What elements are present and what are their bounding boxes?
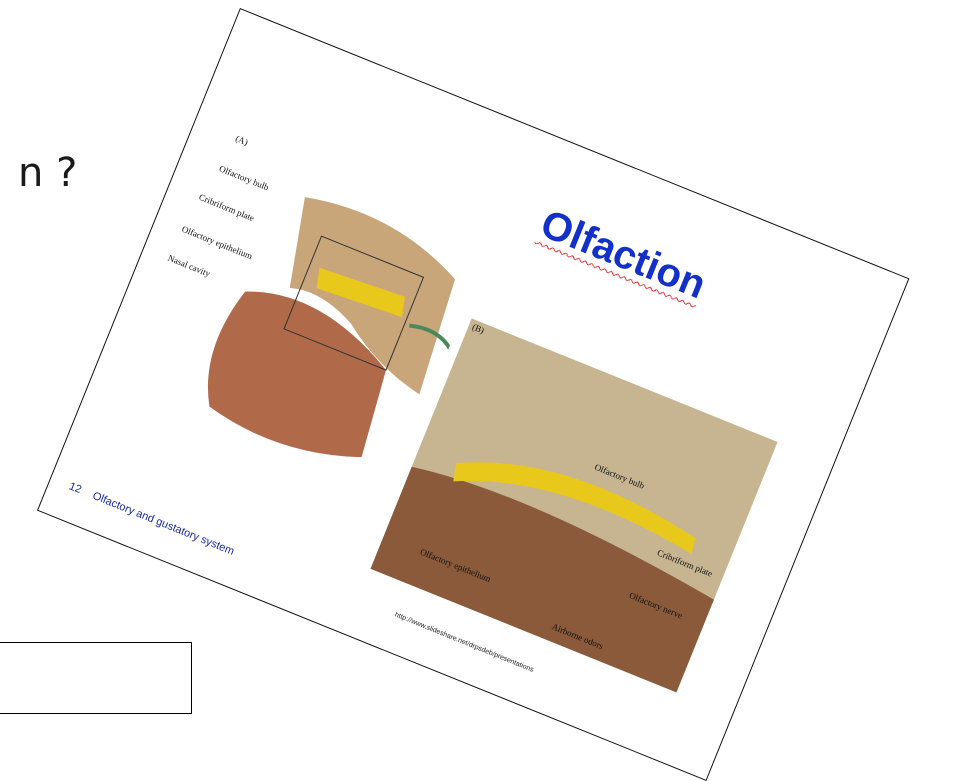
label-olfactory-epithelium-a: Olfactory epithelium bbox=[180, 224, 254, 261]
label-nasal-cavity-a: Nasal cavity bbox=[167, 253, 213, 279]
slide-title: Olfaction bbox=[534, 202, 712, 309]
panel-a-tag: (A) bbox=[234, 133, 249, 147]
slide-number: 12 bbox=[67, 480, 83, 496]
label-olfactory-bulb-a: Olfactory bulb bbox=[218, 163, 271, 192]
empty-textbox[interactable] bbox=[0, 642, 192, 714]
background-slide-text: n ? bbox=[18, 150, 77, 196]
slide-footer: 12 Olfactory and gustatory system bbox=[67, 480, 236, 557]
label-cribriform-plate-a: Cribriform plate bbox=[198, 192, 256, 223]
slide-footer-text: Olfactory and gustatory system bbox=[91, 490, 236, 558]
